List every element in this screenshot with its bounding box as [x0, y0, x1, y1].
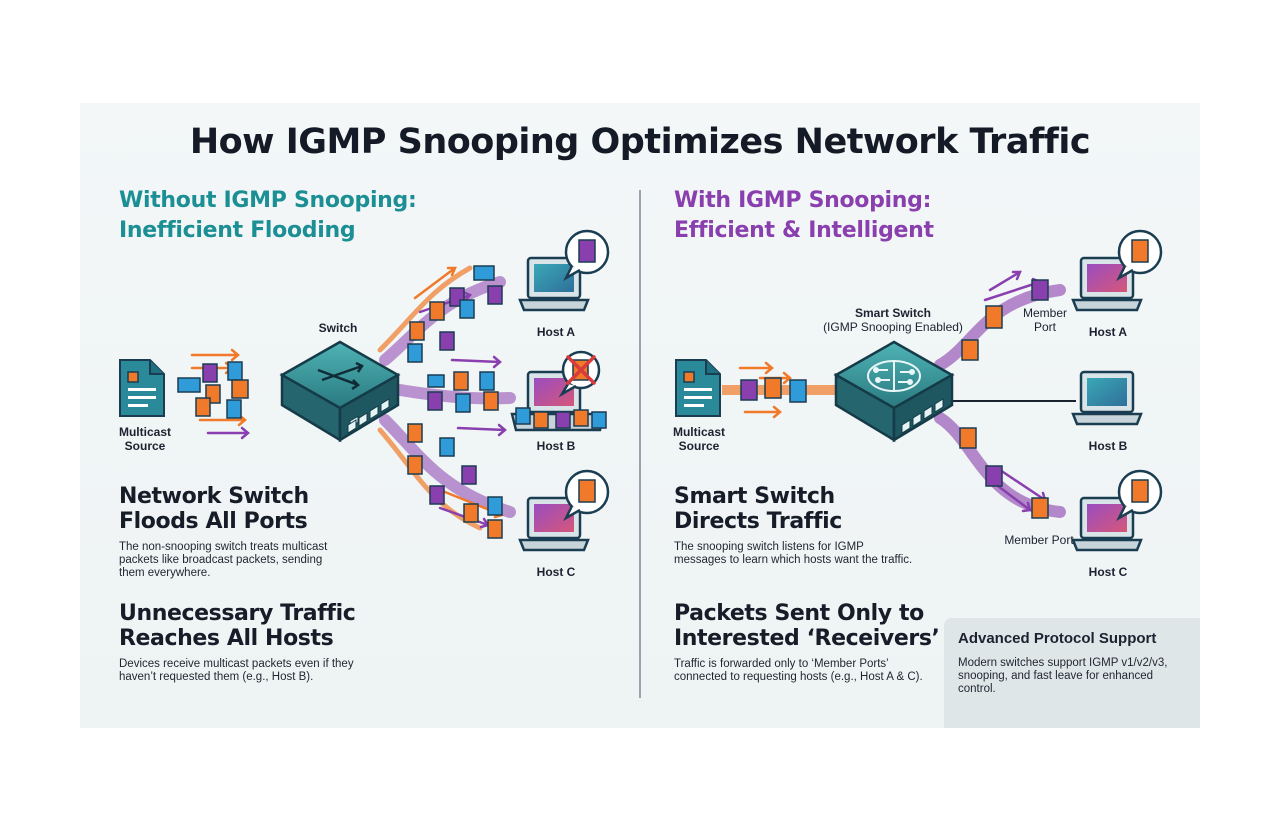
- right-point2-title-line1: Packets Sent Only to: [674, 601, 924, 626]
- left-point1-body-line2: packets like broadcast packets, sending: [119, 554, 323, 566]
- left-point1-body-line3: them everywhere.: [119, 567, 211, 579]
- left-source-label-line1: Multicast: [118, 425, 171, 439]
- right-point1-title-line1: Smart Switch: [674, 484, 835, 509]
- right-heading-line1: With IGMP Snooping:: [674, 188, 932, 213]
- left-source-label: Multicast Source: [110, 425, 180, 453]
- right-point1-title-line2: Directs Traffic: [674, 509, 842, 534]
- right-packets: [740, 279, 1049, 519]
- member-port-top-line1: Member: [1022, 306, 1067, 320]
- left-host-c-speech-bubble-icon: [563, 469, 610, 522]
- left-source-label-line2: Source: [124, 439, 166, 453]
- right-host-c-laptop-icon: [1071, 496, 1143, 552]
- left-heading-line1: Without IGMP Snooping:: [119, 188, 417, 213]
- right-point2-body: Traffic is forwarded only to ‘Member Por…: [674, 658, 923, 684]
- right-member-port-bottom-label: Member Port: [1004, 533, 1074, 547]
- advanced-support-box: [944, 618, 1200, 728]
- right-source-label-line1: Multicast: [672, 425, 725, 439]
- right-point1-title: Smart Switch Directs Traffic: [674, 484, 842, 534]
- right-point1-body-line2: messages to learn which hosts want the t…: [674, 554, 913, 566]
- left-packets: [177, 265, 503, 539]
- right-host-c-speech-bubble-icon: [1116, 469, 1163, 522]
- left-point1-body-line1: The non-snooping switch treats multicast: [119, 541, 328, 553]
- right-point2-body-line1: Traffic is forwarded only to ‘Member Por…: [674, 658, 889, 670]
- right-point2-title: Packets Sent Only to Interested ‘Receive…: [674, 601, 940, 651]
- section-divider: [639, 190, 641, 698]
- advanced-body-line3: control.: [958, 683, 996, 695]
- packet-icon: [177, 377, 201, 393]
- right-source-document-icon: [675, 359, 721, 417]
- left-point1-body: The non-snooping switch treats multicast…: [119, 541, 327, 580]
- left-point2-title-line2: Reaches All Hosts: [119, 626, 334, 651]
- advanced-support-title: Advanced Protocol Support: [958, 630, 1157, 647]
- right-host-b-laptop-icon: [1071, 370, 1143, 426]
- left-host-b-label: Host B: [536, 439, 576, 453]
- left-point2-title-line1: Unnecessary Traffic: [119, 601, 356, 626]
- advanced-body-line2: snooping, and fast leave for enhanced: [958, 670, 1154, 682]
- left-point1-title-line2: Floods All Ports: [119, 509, 308, 534]
- right-source-label: Multicast Source: [664, 425, 734, 453]
- left-host-a-label: Host A: [536, 325, 576, 339]
- left-host-a-speech-bubble-icon: [563, 229, 610, 282]
- right-switch-label: Smart Switch (IGMP Snooping Enabled): [818, 306, 968, 334]
- right-point2-title-line2: Interested ‘Receivers’: [674, 626, 940, 651]
- left-source-document-icon: [119, 359, 165, 417]
- left-point2-body: Devices receive multicast packets even i…: [119, 658, 354, 684]
- right-host-a-label: Host A: [1088, 325, 1128, 339]
- left-point2-body-line2: haven’t requested them (e.g., Host B).: [119, 671, 314, 683]
- right-host-a-speech-bubble-icon: [1116, 229, 1163, 282]
- member-port-top-line2: Port: [1033, 320, 1056, 334]
- left-switch-label: Switch: [318, 321, 358, 335]
- right-point1-body-line1: The snooping switch listens for IGMP: [674, 541, 864, 553]
- left-point1-title: Network Switch Floods All Ports: [119, 484, 309, 534]
- right-switch-label-line1: Smart Switch: [854, 306, 932, 320]
- right-heading: With IGMP Snooping: Efficient & Intellig…: [674, 186, 934, 246]
- page-title: How IGMP Snooping Optimizes Network Traf…: [189, 122, 1091, 162]
- left-host-b-blocked-icon: [558, 350, 601, 398]
- left-point2-title: Unnecessary Traffic Reaches All Hosts: [119, 601, 356, 651]
- left-point2-body-line1: Devices receive multicast packets even i…: [119, 658, 354, 670]
- left-heading: Without IGMP Snooping: Inefficient Flood…: [119, 186, 417, 246]
- left-host-a-laptop-icon: [518, 256, 590, 312]
- right-heading-line2: Efficient & Intelligent: [674, 218, 934, 243]
- left-heading-line2: Inefficient Flooding: [119, 218, 356, 243]
- right-host-b-label: Host B: [1088, 439, 1128, 453]
- right-member-port-top-label: Member Port: [1010, 306, 1080, 334]
- left-switch-icon: [279, 340, 401, 443]
- right-point2-body-line2: connected to requesting hosts (e.g., Hos…: [674, 671, 923, 683]
- right-smart-switch-icon: [833, 340, 955, 443]
- left-host-c-label: Host C: [536, 565, 576, 579]
- advanced-body-line1: Modern switches support IGMP v1/v2/v3,: [958, 657, 1168, 669]
- right-switch-label-line2: (IGMP Snooping Enabled): [823, 320, 963, 334]
- left-point1-title-line1: Network Switch: [119, 484, 309, 509]
- advanced-support-body: Modern switches support IGMP v1/v2/v3, s…: [958, 657, 1188, 696]
- right-host-c-label: Host C: [1088, 565, 1128, 579]
- right-host-a-laptop-icon: [1071, 256, 1143, 312]
- right-source-label-line2: Source: [678, 439, 720, 453]
- brain-icon: [867, 360, 921, 392]
- right-point1-body: The snooping switch listens for IGMP mes…: [674, 541, 912, 567]
